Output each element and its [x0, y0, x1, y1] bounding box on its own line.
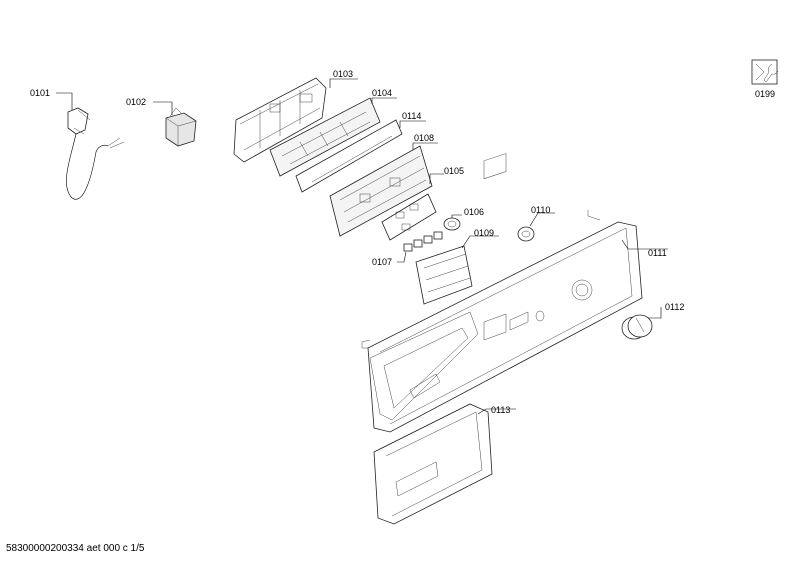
rotary-encoder-part [517, 226, 535, 242]
push-buttons-part [403, 231, 443, 252]
leader-0113 [477, 408, 516, 415]
label-0108: 0108 [414, 133, 434, 143]
filter-part [165, 107, 197, 147]
label-0106: 0106 [464, 207, 484, 217]
program-knob-part [621, 314, 653, 340]
label-0112: 0112 [665, 302, 684, 312]
leader-0111 [621, 239, 668, 250]
label-0105: 0105 [444, 166, 464, 176]
label-0113: 0113 [491, 405, 510, 415]
leader-0109 [461, 235, 499, 249]
leader-0102 [153, 101, 173, 115]
leader-0114 [399, 120, 426, 128]
label-0111: 0111 [648, 248, 667, 258]
leader-0107 [397, 251, 407, 263]
knob-insert-part [443, 217, 461, 231]
label-0199: 0199 [755, 89, 775, 99]
label-0104: 0104 [372, 88, 392, 98]
leader-0108 [412, 142, 438, 150]
leader-0106 [451, 214, 462, 218]
button-holder-part [415, 245, 473, 305]
wrench-service-icon [751, 59, 779, 85]
power-cord-part [66, 107, 125, 200]
control-panel-fascia-part [361, 153, 643, 433]
label-0109: 0109 [474, 228, 494, 238]
leader-0101 [56, 92, 73, 110]
leader-0103 [329, 78, 358, 88]
display-pcb-part [329, 145, 433, 237]
leader-0112 [648, 307, 662, 319]
main-pcb-part [269, 97, 381, 177]
label-0101: 0101 [30, 88, 50, 98]
control-module-housing-part [233, 77, 327, 163]
insulating-sheet-part [295, 119, 403, 193]
leader-0104 [371, 97, 397, 104]
leader-0110 [529, 212, 555, 227]
label-0110: 0110 [531, 205, 550, 215]
label-0103: 0103 [333, 69, 353, 79]
label-0107: 0107 [372, 257, 392, 267]
detergent-drawer-handle-part [373, 403, 493, 525]
label-0102: 0102 [126, 97, 146, 107]
label-0114: 0114 [402, 111, 421, 121]
document-id-footer: 58300000200334 aet 000 c 1/5 [6, 543, 145, 554]
keypad-board-part [381, 193, 437, 241]
leader-0105 [429, 173, 444, 184]
